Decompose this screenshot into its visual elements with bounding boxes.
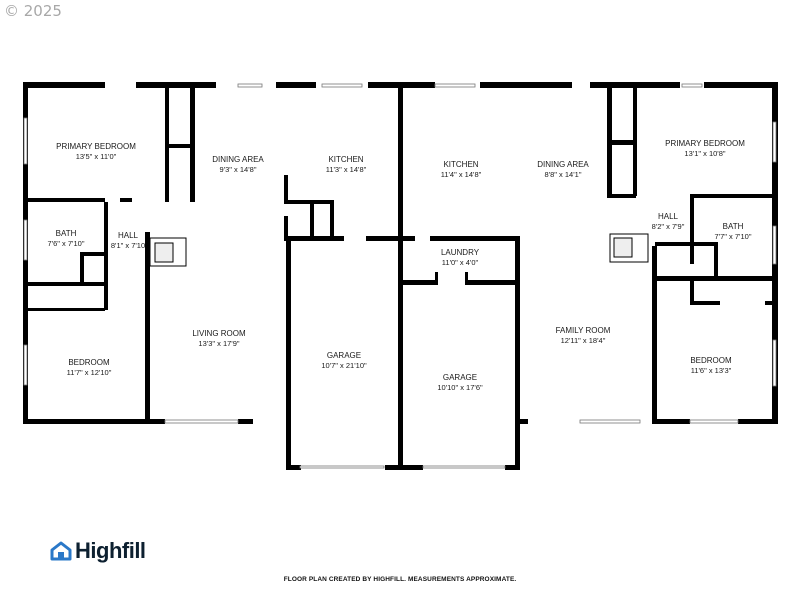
- room-dimension: 11'3" x 14'8": [326, 165, 367, 174]
- room-labels: PRIMARY BEDROOM 13'5" x 11'0" DINING ARE…: [48, 139, 752, 392]
- windows: [23, 83, 777, 469]
- brand-logo: Highfill: [50, 538, 146, 564]
- room-dimension: 7'6" x 7'10": [48, 239, 85, 248]
- room-dimension: 13'1" x 10'8": [684, 149, 725, 158]
- room-label: BATH: [56, 229, 77, 238]
- room-label: DINING AREA: [212, 155, 264, 164]
- room-label: BEDROOM: [68, 358, 110, 367]
- room-label: GARAGE: [443, 373, 477, 382]
- room-label: FAMILY ROOM: [556, 326, 611, 335]
- room-dimension: 7'7" x 7'10": [715, 232, 752, 241]
- brand-name: Highfill: [75, 538, 146, 563]
- room-label: DINING AREA: [537, 160, 589, 169]
- room-label: BATH: [723, 222, 744, 231]
- floor-plan-credit: FLOOR PLAN CREATED BY HIGHFILL. MEASUREM…: [283, 576, 517, 583]
- room-dimension: 9'3" x 14'8": [220, 165, 257, 174]
- room-dimension: 8'1" x 7'10: [111, 241, 145, 250]
- room-label: PRIMARY BEDROOM: [56, 142, 136, 151]
- room-dimension: 10'10" x 17'6": [437, 383, 483, 392]
- room-dimension: 8'2" x 7'9": [652, 222, 685, 231]
- room-label: KITCHEN: [443, 160, 478, 169]
- room-dimension: 11'0" x 4'0": [442, 258, 479, 267]
- room-dimension: 11'7" x 12'10": [67, 368, 112, 377]
- room-label: KITCHEN: [328, 155, 363, 164]
- room-dimension: 8'8" x 14'1": [545, 170, 582, 179]
- room-label: BEDROOM: [690, 356, 732, 365]
- room-dimension: 13'3" x 17'9": [198, 339, 239, 348]
- room-dimension: 12'11" x 18'4": [561, 336, 606, 345]
- fireplaces: [149, 233, 649, 267]
- copyright-notice: © 2025: [4, 2, 62, 20]
- room-label: HALL: [118, 231, 139, 240]
- house-logo-icon: [50, 541, 72, 561]
- room-label: HALL: [658, 212, 679, 221]
- room-label: LAUNDRY: [441, 248, 480, 257]
- room-label: LIVING ROOM: [192, 329, 246, 338]
- room-dimension: 11'6" x 13'3": [691, 366, 732, 375]
- room-label: PRIMARY BEDROOM: [665, 139, 745, 148]
- room-dimension: 10'7" x 21'10": [321, 361, 367, 370]
- room-dimension: 11'4" x 14'8": [441, 170, 482, 179]
- room-label: GARAGE: [327, 351, 361, 360]
- room-dimension: 13'5" x 11'0": [76, 152, 117, 161]
